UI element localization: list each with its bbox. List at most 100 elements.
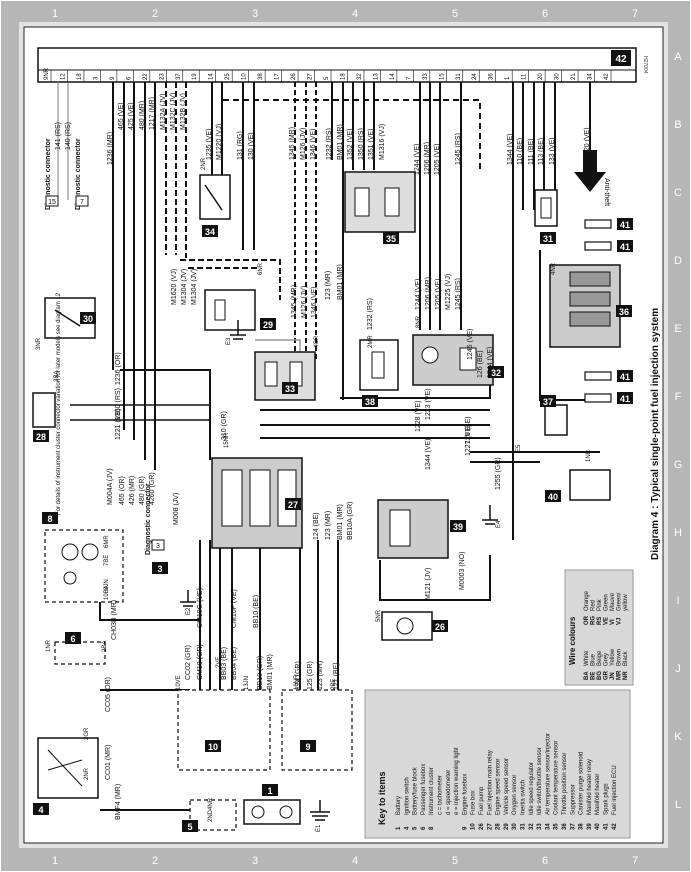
instrument-cluster <box>44 529 124 603</box>
wire-label: 480 (GR) <box>139 476 146 505</box>
grid-number: 2 <box>152 855 158 867</box>
wire-label: 820 (VE) <box>584 127 591 155</box>
ecu-pin-number: 21 <box>571 73 577 80</box>
wire-label: M121 (JV) <box>425 568 432 600</box>
key-item-text: Engine speed sensor <box>496 759 502 815</box>
key-item-text: Idle switch/throttle sensor <box>537 747 543 815</box>
connector-code: 4NR <box>208 797 214 810</box>
wire-label: BM01 (MR) <box>337 124 344 160</box>
wire-label: 133 (VE) <box>549 137 556 165</box>
key-item-text: Air temperature sensor/injector <box>545 733 551 815</box>
key-item-number: 33 <box>537 823 543 830</box>
key-item-number: 40 <box>595 823 601 830</box>
grid-letter: I <box>676 595 679 607</box>
colour-code: OR <box>584 615 590 625</box>
wire-label: 1236 (MR) <box>107 132 114 165</box>
component-tag: 30 <box>83 314 93 324</box>
ecu-pin-number: 27 <box>308 73 314 80</box>
component-tag: 33 <box>285 384 295 394</box>
component-tag: 27 <box>288 500 298 510</box>
key-item-number: 42 <box>612 823 618 830</box>
wire-label: BB03 (BE) <box>221 647 228 680</box>
colour-code: RS <box>597 617 603 625</box>
wire-label: 123 (MR) <box>325 271 332 300</box>
ecu-pin-number: 31 <box>456 73 462 80</box>
key-item-text: e = injection warning light <box>454 747 460 815</box>
wire-label: M132A (JV) <box>160 93 167 130</box>
component-tag: 38 <box>365 397 375 407</box>
wire-label: BMF4 (MR) <box>115 784 122 820</box>
colour-name: White <box>584 650 590 666</box>
wire-label: 1227 (VE) <box>465 424 472 456</box>
key-item-number: 34 <box>545 823 551 830</box>
connector-code: 4GR <box>314 335 320 348</box>
wire-label: 1232 (RS) <box>326 128 333 160</box>
ecu-pin-number: 17 <box>275 73 281 80</box>
wire-label: 1232 (RS) <box>367 298 374 330</box>
key-item-text: d = speedometer <box>446 770 452 815</box>
ecu-pin-number: 9NR <box>44 67 50 80</box>
key-item-text: Suppressor <box>570 784 576 815</box>
connector-code: E5 <box>516 444 522 452</box>
anti-theft-arrow <box>574 150 606 192</box>
ecu-pin-number: 12 <box>60 73 66 80</box>
wire-label: 1246 (VE) <box>467 328 474 360</box>
diagnostic-connector-label: Diagnostic connector <box>145 483 152 555</box>
connector-code: 8NR <box>416 315 422 328</box>
colour-name: Grey <box>604 653 610 666</box>
wire-label: CC01 (MR) <box>105 745 112 780</box>
ecu-pin-number: 13 <box>373 73 379 80</box>
wire-label: 465 (VE) <box>118 102 125 130</box>
connector-code: 2NR <box>201 157 207 170</box>
wire-label: M1316 (VJ) <box>379 124 386 160</box>
connector-code: 10NR <box>294 674 300 690</box>
ecu-pin-number: 14 <box>390 73 396 80</box>
connector-code: 10VE <box>176 675 182 690</box>
wire-label: M004A (JV) <box>107 468 114 505</box>
component-tag: 42 <box>615 54 627 65</box>
wire-label: 1346 (VE) <box>311 286 318 318</box>
wire-label: 111 (BE) <box>528 138 535 165</box>
passenger-fusebox <box>54 641 106 665</box>
key-item-text: Fuel injection main relay <box>487 750 493 815</box>
component-tag: 10 <box>208 742 218 752</box>
key-item-number: 38 <box>579 823 585 830</box>
key-item-text: Inertia switch <box>521 780 527 815</box>
wire-label: 1206 (MR) <box>425 277 432 310</box>
ecu-pin-number: 3 <box>93 76 99 80</box>
wire-label-layer: 141 (RS)140 (RS)1236 (MR)465 (VE)425 (VE… <box>55 93 591 820</box>
wire-label: 1244 (VE) <box>415 278 422 310</box>
key-item-text: Spark plugs <box>604 783 610 815</box>
connector-code: 8JN <box>104 579 110 590</box>
wire-label: CM10 (GR) <box>197 644 204 680</box>
colour-code: BE <box>591 672 597 680</box>
wire-label: 121 (BE) <box>333 662 340 690</box>
ecu-pin-number: 32 <box>357 73 363 80</box>
key-item-text: Canister purge solenoid <box>579 752 585 815</box>
wire-label: 1352 (VE) <box>347 128 354 160</box>
connector-code: 1NR <box>46 639 52 652</box>
wire-label: 1217 (MR) <box>149 97 156 130</box>
wire-label: CM10F (VE) <box>231 589 238 628</box>
wire-label: 1245 (RS) <box>455 278 462 310</box>
wire-label: 4260 (GR) <box>149 472 156 505</box>
ecu-pin-number: 9 <box>110 76 116 80</box>
grid-number: 6 <box>542 855 548 867</box>
wire-colours: Wire coloursBAWhiteOROrangeBEBlueRGRedBG… <box>568 590 629 680</box>
key-item-number: 28 <box>496 823 502 830</box>
wire-label: M1304 (JV) <box>191 269 198 305</box>
grid-letter: H <box>674 527 682 539</box>
ecu-pin-number: 19 <box>192 73 198 80</box>
grid-number: 3 <box>252 8 258 20</box>
key-item-number: 27 <box>487 823 493 830</box>
wire-label: 1205 (VE) <box>435 278 442 310</box>
component-tag: 4 <box>38 805 43 815</box>
key-item-number: 39 <box>587 823 593 830</box>
wire-label: M1225 (VJ) <box>445 274 452 310</box>
wire-label: 125 (GR) <box>307 661 314 690</box>
component-tag: 39 <box>453 522 463 532</box>
colour-code: VE <box>604 617 610 625</box>
instrument-note: For details of instrument cluster connec… <box>56 292 62 515</box>
